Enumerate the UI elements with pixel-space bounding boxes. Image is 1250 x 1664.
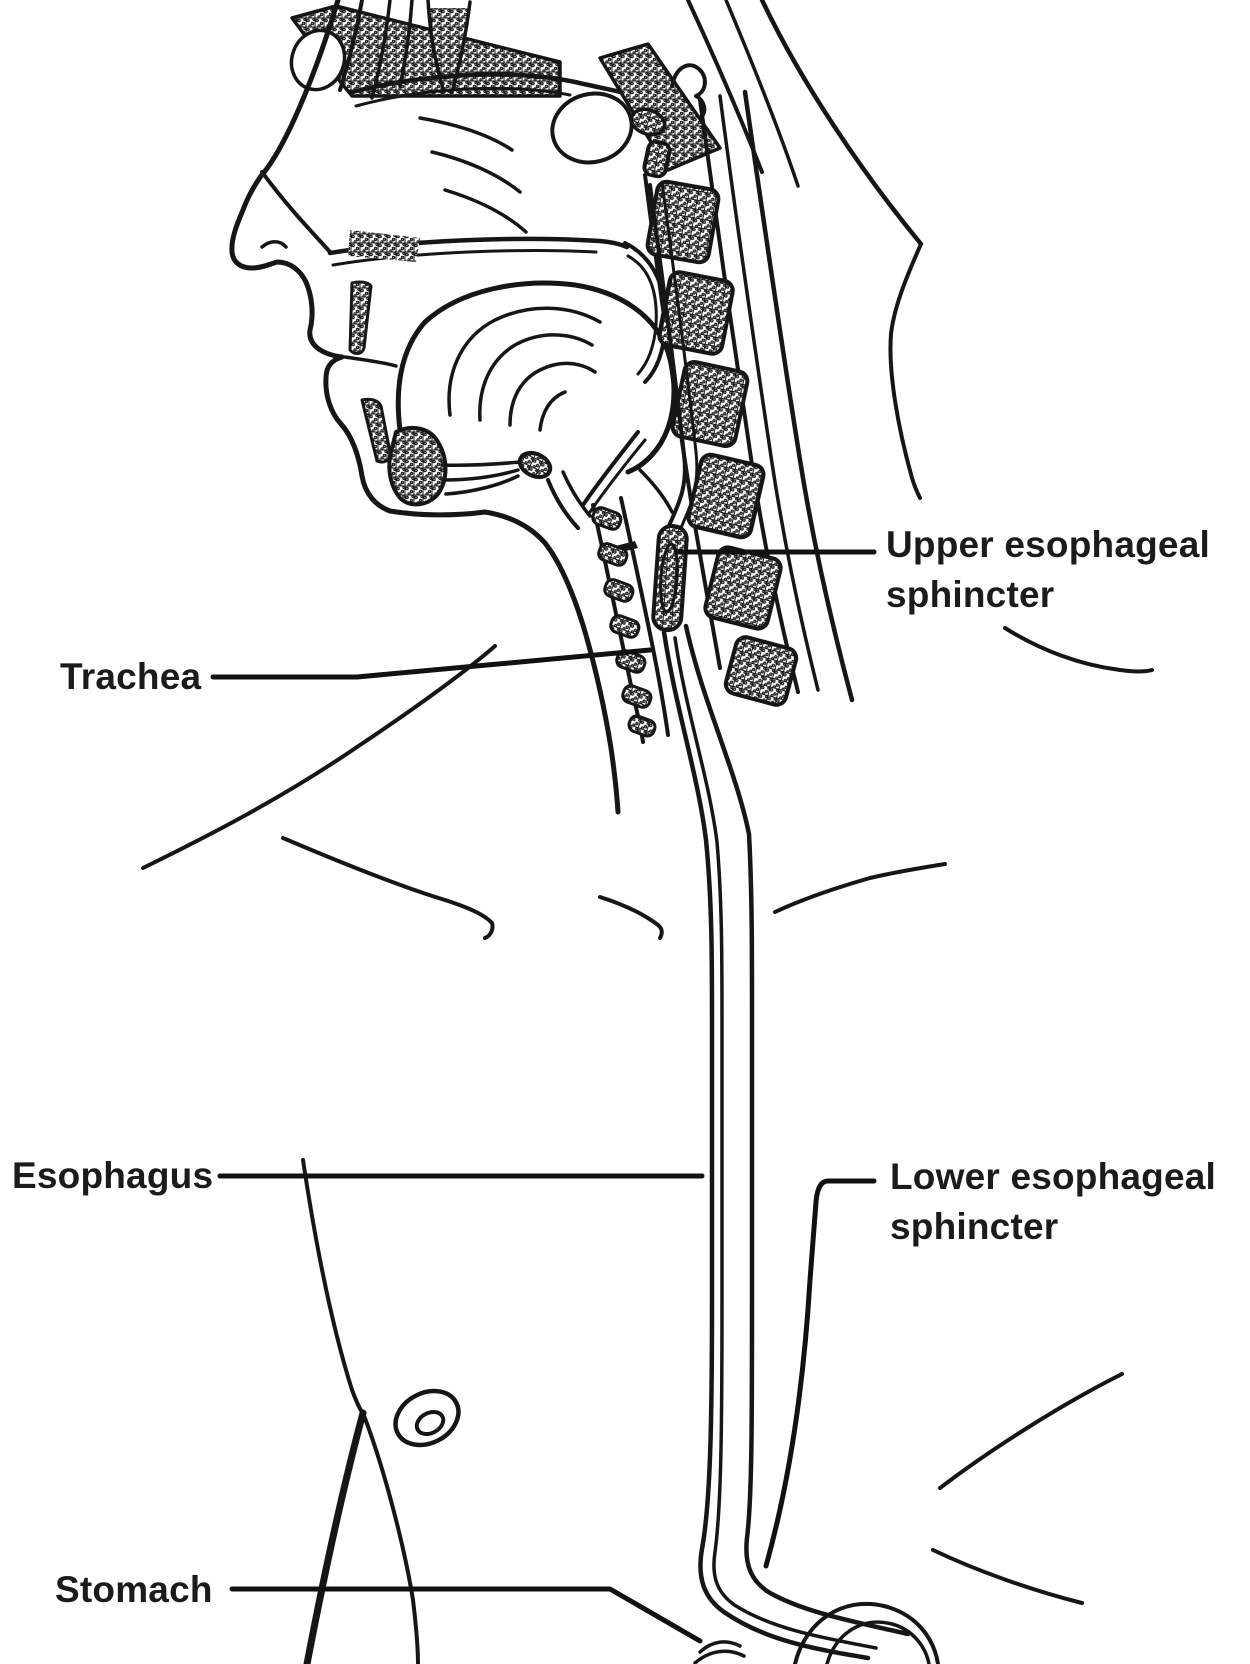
label-text: Trachea	[60, 656, 202, 697]
left-torso-line	[301, 1158, 365, 1415]
esophagus-tube	[661, 623, 911, 1661]
sella-turcica	[670, 63, 707, 120]
teeth-and-mandible	[348, 230, 448, 507]
stomach-leader-line	[229, 1586, 703, 1644]
diaphragm-mark	[693, 1649, 746, 1664]
mouth-slit	[343, 355, 398, 368]
right-flank-line	[931, 1548, 1084, 1605]
stomach-region	[693, 1601, 940, 1664]
epiglottis	[581, 430, 640, 507]
left-shoulder-line	[141, 644, 497, 870]
upper-esophageal-sphincter	[651, 524, 689, 632]
axis-vertebra	[642, 139, 672, 179]
turbinate	[418, 116, 514, 152]
left-flank-line	[361, 1411, 420, 1664]
nipple-outer	[393, 1388, 461, 1448]
neck-back-contour	[888, 242, 923, 500]
nipple-inner	[414, 1409, 446, 1437]
profile-outline	[229, 0, 621, 815]
right-shoulder-line	[1003, 626, 1154, 674]
label-text: sphincter	[886, 574, 1055, 615]
leader-lines	[210, 549, 877, 1644]
trachea-tube	[591, 496, 670, 744]
label-text: Lower esophageal	[890, 1156, 1217, 1197]
hyoid-bone	[517, 450, 553, 480]
face-profile	[229, 0, 621, 815]
nasal-cavity	[260, 116, 630, 267]
label-text: sphincter	[890, 1206, 1059, 1247]
trachea-leader-line	[210, 647, 653, 680]
thyroid-cartilage	[546, 478, 580, 530]
label-esophagus: Esophagus	[12, 1151, 213, 1201]
skull-top	[289, 0, 655, 108]
upper-incisor	[348, 280, 373, 355]
turbinate	[443, 188, 528, 234]
left-arm-line	[303, 1409, 367, 1664]
lower-incisor	[360, 397, 392, 464]
label-text: Upper esophageal	[886, 524, 1210, 565]
mandible-section	[387, 425, 448, 507]
right-chest-fold	[773, 862, 947, 914]
turbinate	[430, 150, 522, 194]
pharynx-wall	[648, 180, 699, 532]
nostril	[260, 240, 288, 249]
label-lower-esophageal-sphincter: Lower esophageal sphincter	[890, 1152, 1216, 1252]
right-torso-line	[938, 1372, 1124, 1490]
left-chest-fold	[281, 836, 495, 940]
label-text: Esophagus	[12, 1155, 214, 1196]
tracheal-rings	[591, 506, 657, 738]
left-chest-fold-2	[598, 895, 664, 940]
diaphragm-mark	[698, 1640, 742, 1654]
label-text: Stomach	[55, 1569, 213, 1610]
torso-contours	[141, 626, 1154, 1664]
label-upper-esophageal-sphincter: Upper esophageal sphincter	[886, 520, 1210, 620]
atlas-vertebra	[629, 107, 667, 137]
mouth-floor-hyoid-larynx	[440, 430, 647, 556]
tongue	[395, 280, 677, 514]
label-trachea: Trachea	[60, 652, 201, 702]
label-stomach: Stomach	[55, 1565, 213, 1615]
stomach-fundus	[793, 1601, 940, 1664]
les-leader-line	[763, 1178, 877, 1569]
maxilla-section	[348, 230, 420, 262]
